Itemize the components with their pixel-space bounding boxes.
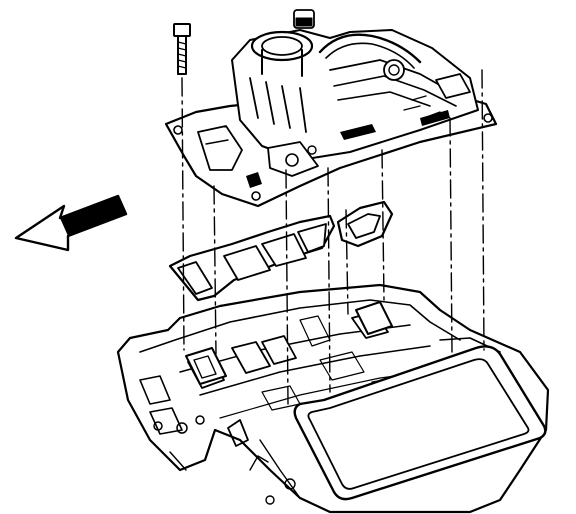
bolt-icon <box>173 23 191 75</box>
end-seal-gasket <box>293 345 547 501</box>
front-direction-arrow-icon <box>14 194 128 252</box>
intake-manifold <box>164 9 498 208</box>
intake-gasket-set <box>168 200 394 385</box>
alignment-lines <box>181 69 485 405</box>
